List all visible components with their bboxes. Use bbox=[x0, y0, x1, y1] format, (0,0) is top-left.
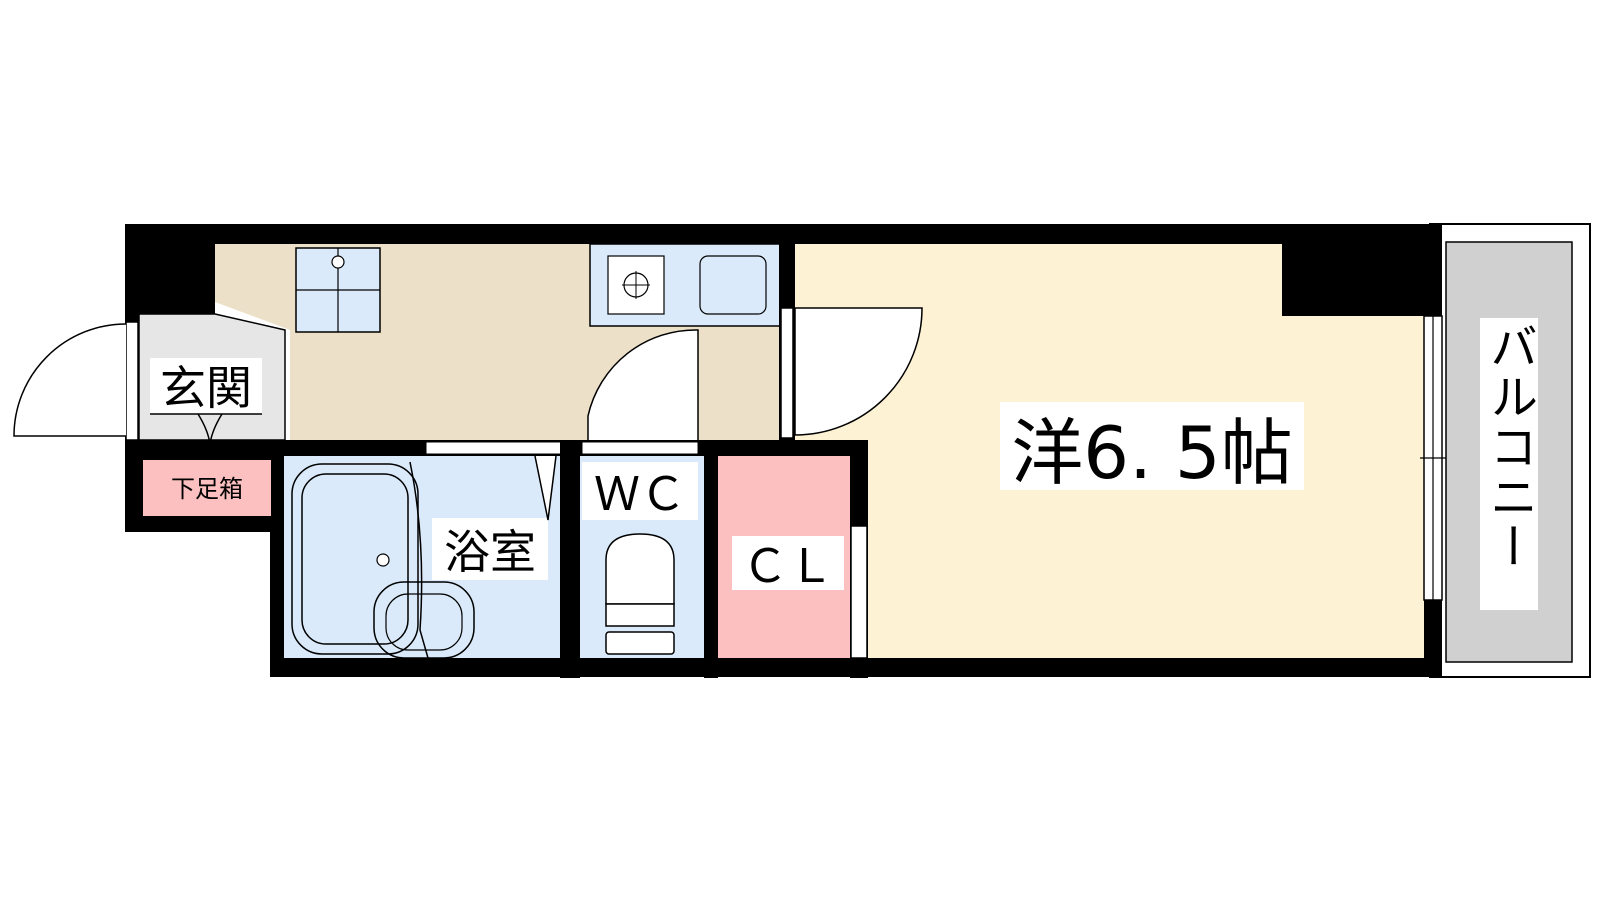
bathroom-label-bg bbox=[432, 518, 548, 580]
closet-door-gap bbox=[850, 525, 868, 659]
washbasin bbox=[373, 581, 475, 659]
room-door-frame bbox=[780, 307, 794, 439]
entrance-label-bg bbox=[150, 358, 262, 414]
shower-hose bbox=[409, 461, 429, 659]
entrance-door-frame bbox=[125, 321, 139, 441]
toilet-tank bbox=[605, 631, 675, 655]
toilet-arc bbox=[587, 329, 699, 440]
entrance-label: 玄関 bbox=[160, 361, 252, 415]
sink bbox=[699, 255, 767, 315]
bathtub-outer bbox=[291, 463, 419, 655]
wc-wall-left bbox=[560, 440, 580, 678]
wc-label: ＷＣ bbox=[594, 467, 686, 521]
washer-drain bbox=[331, 255, 345, 269]
left-wall bbox=[125, 224, 215, 314]
bathtub-drain bbox=[376, 553, 390, 567]
balcony-label: バルコニー bbox=[1481, 322, 1537, 572]
shoe-cabinet-box bbox=[143, 460, 271, 516]
bathtub-inner bbox=[301, 473, 409, 645]
bath-door-leaf bbox=[534, 455, 557, 521]
shoe-cabinet-label: 下足箱 bbox=[171, 475, 243, 503]
window-sash-mark bbox=[1420, 316, 1446, 600]
room-door-swing-2 bbox=[794, 307, 923, 436]
entrance-door-swing bbox=[13, 323, 127, 437]
wc-label-bg bbox=[582, 462, 698, 520]
western-room: 洋6. 5帖 bbox=[780, 244, 1446, 658]
balcony-label-bg bbox=[1480, 318, 1538, 610]
wc: ＷＣ bbox=[560, 329, 704, 678]
closet-label: ＣＬ bbox=[742, 539, 834, 593]
closet: ＣＬ bbox=[704, 440, 935, 678]
bathroom: 浴室 bbox=[284, 455, 560, 659]
entrance: 玄関 bbox=[13, 313, 286, 445]
balcony: バルコニー bbox=[1429, 223, 1591, 678]
toilet-seat bbox=[605, 603, 675, 627]
bathroom-label: 浴室 bbox=[444, 525, 536, 579]
wc-doorway bbox=[581, 441, 699, 455]
entrance-step-line bbox=[150, 413, 262, 445]
bath-doorway bbox=[425, 441, 563, 455]
room-label-bg bbox=[1000, 402, 1304, 490]
closet-wall-left bbox=[704, 440, 718, 678]
top-wall bbox=[125, 224, 1442, 244]
right-column bbox=[1282, 224, 1442, 316]
burner-cross bbox=[622, 271, 650, 299]
room-label: 洋6. 5帖 bbox=[1011, 411, 1292, 495]
toilet-bowl bbox=[605, 533, 675, 605]
closet-label-bg bbox=[732, 536, 844, 590]
shoe-cabinet: 下足箱 bbox=[143, 460, 271, 516]
washbasin-inner bbox=[385, 593, 463, 651]
